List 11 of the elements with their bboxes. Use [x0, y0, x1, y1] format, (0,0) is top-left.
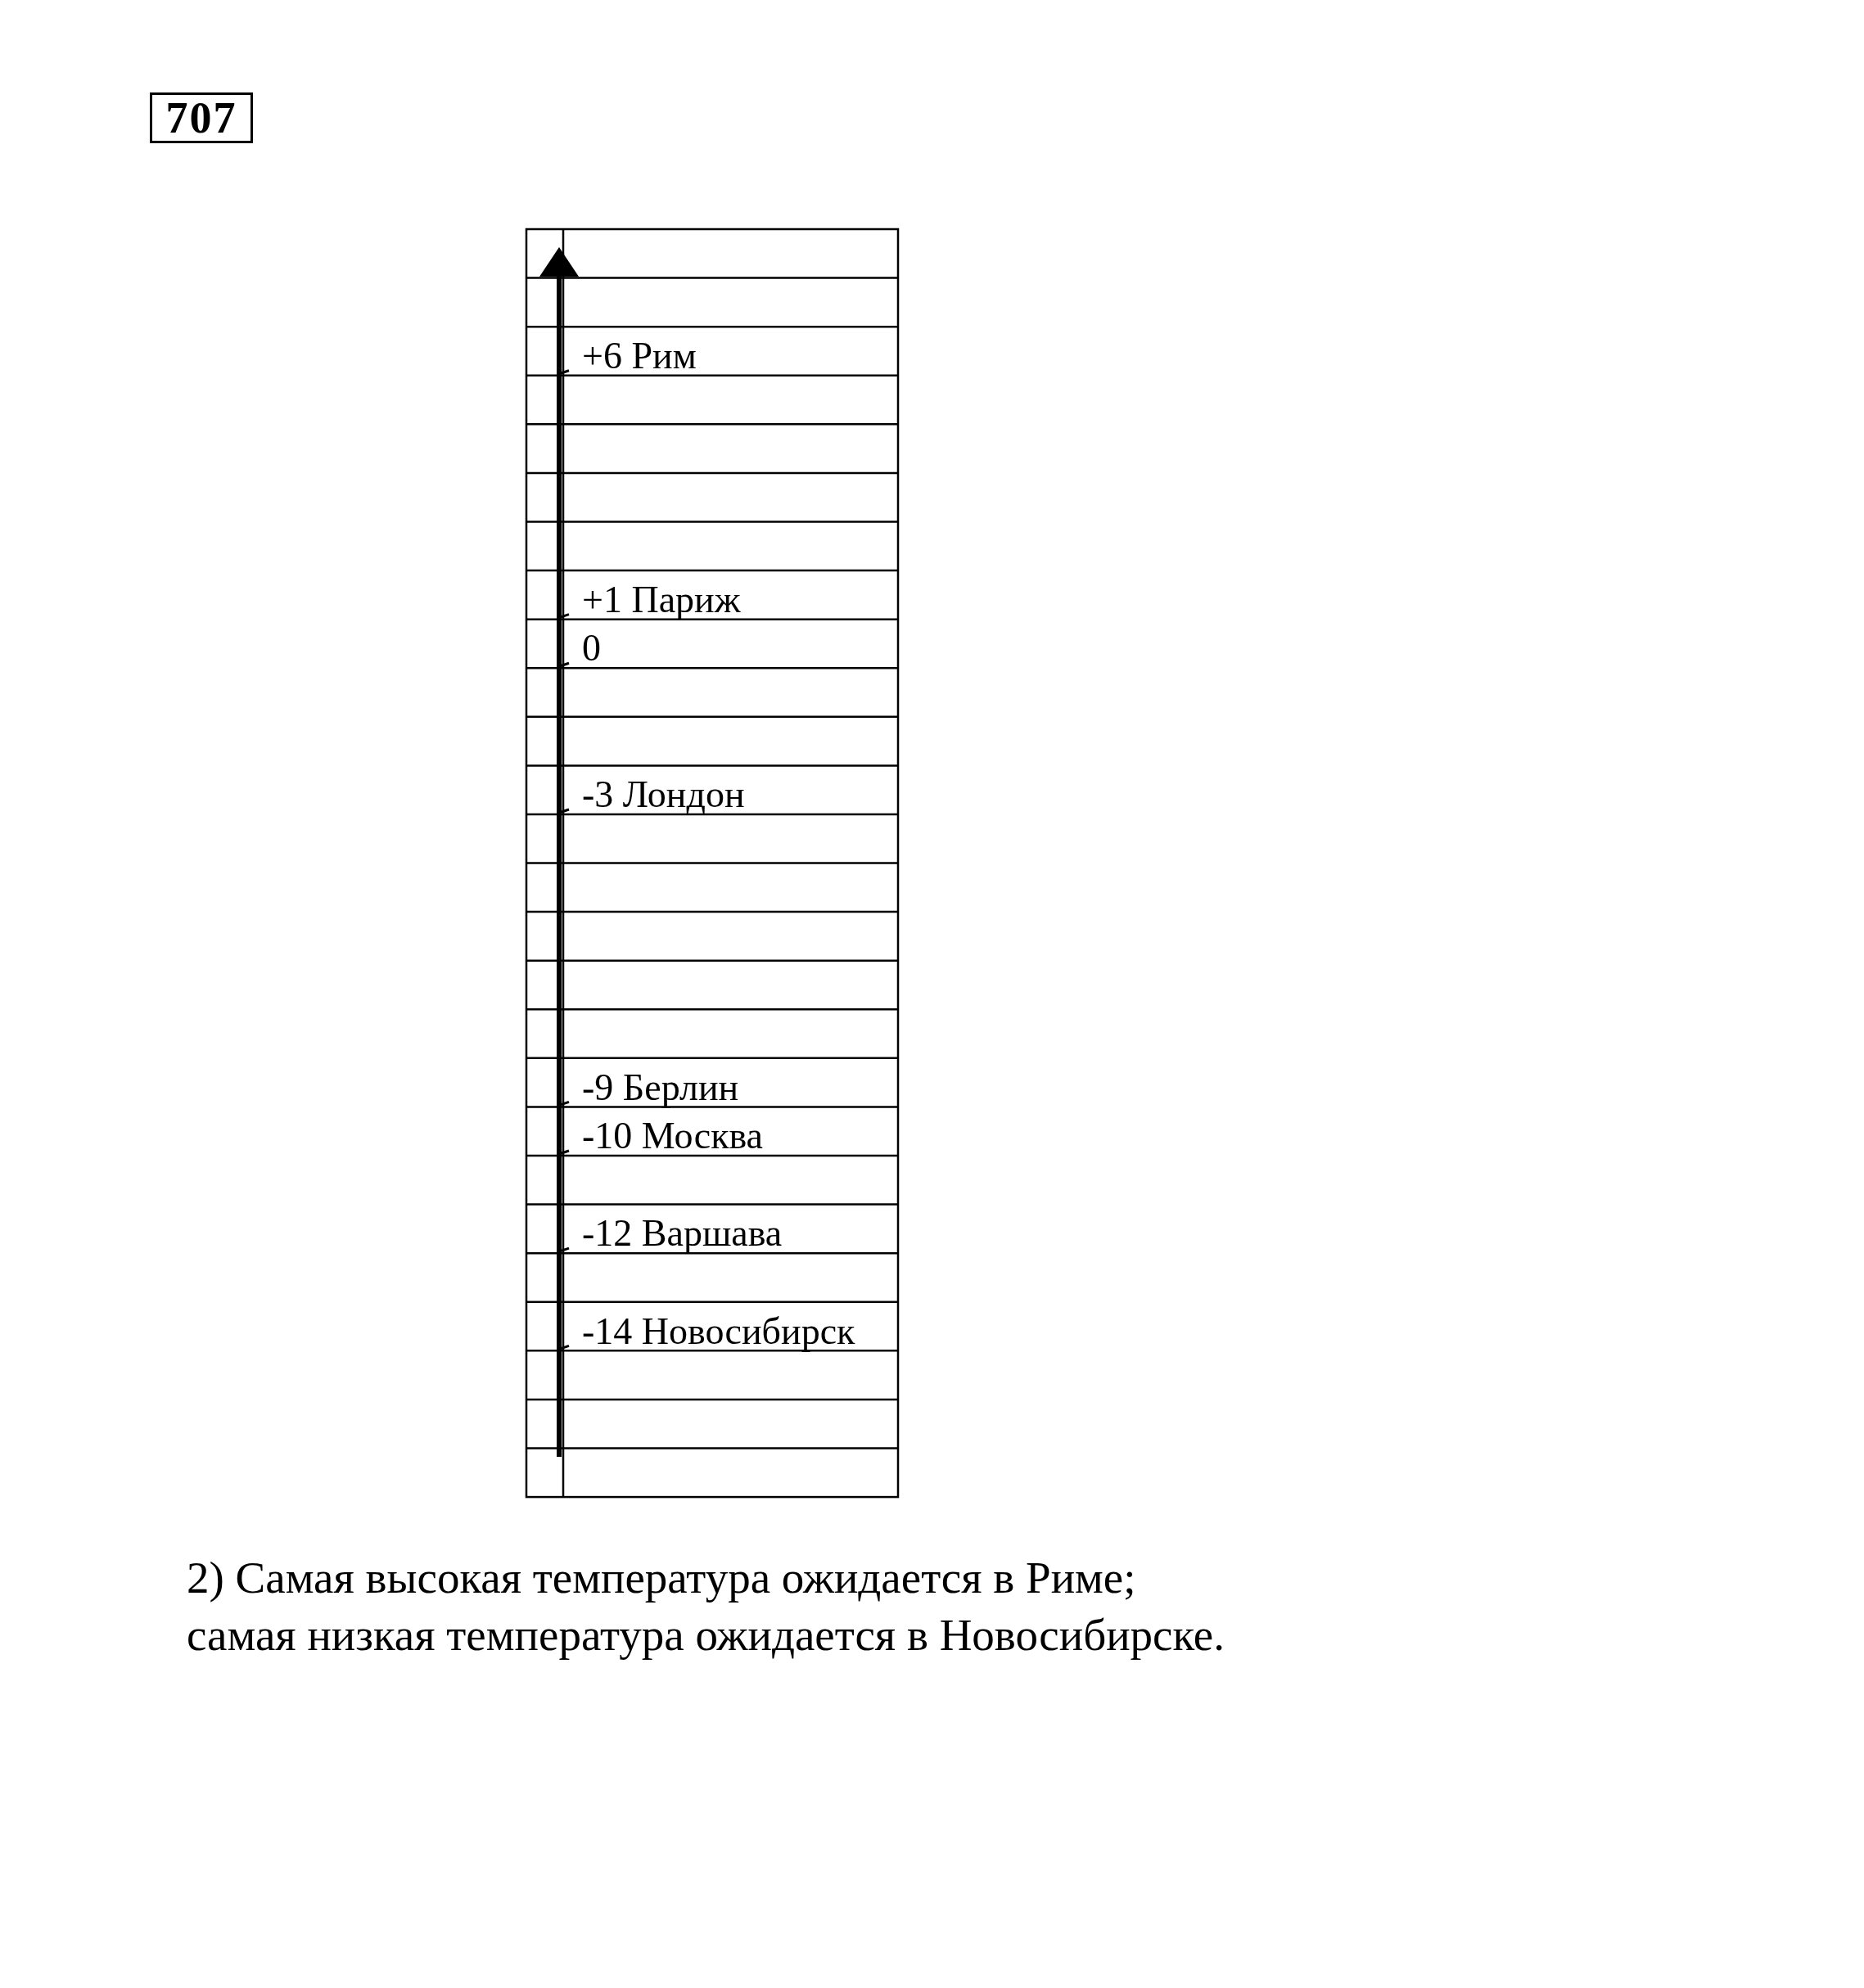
tick-label: +6 Рим [582, 333, 697, 378]
number-box: 707 [150, 92, 253, 143]
answer-text: самая низкая температура ожидается в Новосибирске. [187, 1609, 1225, 1661]
tick-label: -3 Лондон [582, 773, 745, 818]
tick-label: -9 Берлин [582, 1065, 739, 1110]
tick-label: 0 [582, 626, 601, 671]
tick-label: +1 Париж [582, 577, 741, 622]
tick-label: -12 Варшава [582, 1211, 783, 1256]
tick-label: -10 Москва [582, 1114, 763, 1159]
tick-label: -14 Новосибирск [582, 1309, 855, 1354]
answer-text: 2) Самая высокая температура ожидается в Риме; [187, 1552, 1136, 1604]
